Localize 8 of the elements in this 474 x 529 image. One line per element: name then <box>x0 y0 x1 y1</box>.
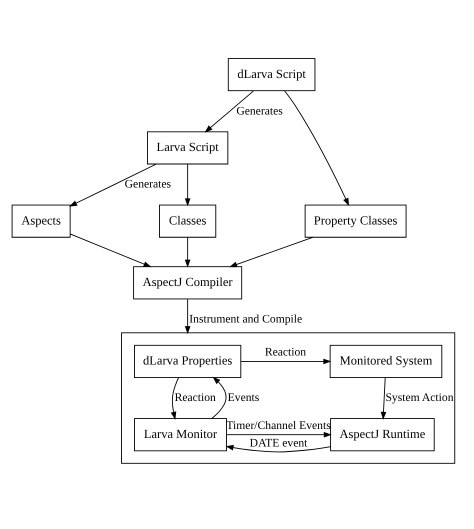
edge-label: Instrument and Compile <box>189 312 302 326</box>
edge-label: Generates <box>236 104 283 118</box>
edge-label: System Action <box>385 391 454 404</box>
edge-label: Reaction <box>264 346 306 359</box>
edge-label: Generates <box>124 178 172 191</box>
edge-label: DATE event <box>250 436 308 450</box>
edge-label: Events <box>228 391 260 404</box>
edge-label: Reaction <box>174 391 216 404</box>
